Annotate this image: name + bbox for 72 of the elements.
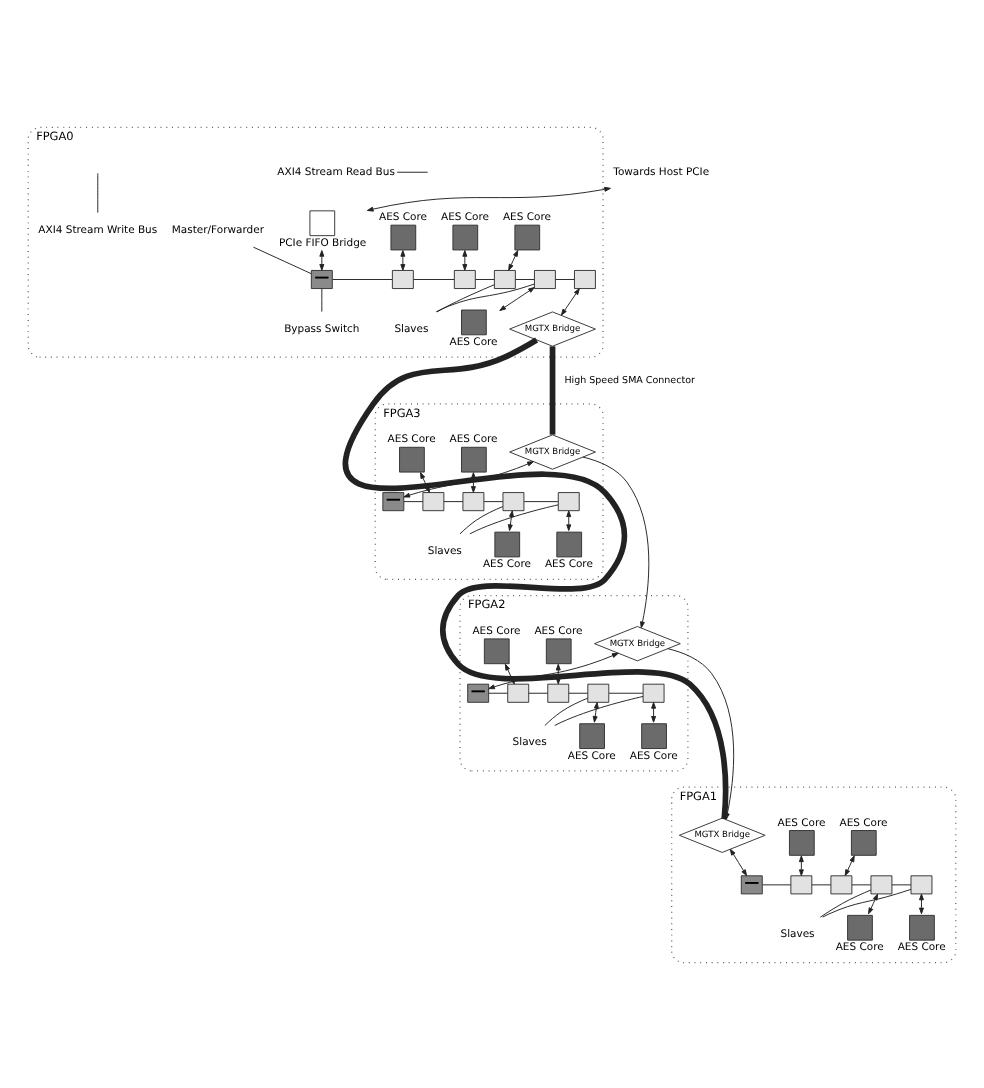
connector (332, 278, 393, 279)
node-box (587, 682, 610, 702)
connector (469, 503, 559, 534)
arrow (470, 471, 476, 492)
arrow (403, 460, 534, 497)
connector (555, 278, 575, 279)
arrow (868, 892, 879, 914)
arrow (508, 249, 519, 270)
connector (436, 283, 495, 312)
arrow (729, 847, 748, 876)
arrow (798, 854, 804, 876)
node-box (493, 268, 516, 289)
connector (568, 691, 589, 693)
connector (435, 282, 535, 312)
connector (819, 888, 872, 917)
connector (523, 500, 559, 502)
node-box (391, 268, 414, 289)
connector (811, 883, 832, 885)
arrow (560, 287, 580, 315)
connector (443, 500, 464, 502)
arrow (667, 647, 735, 819)
node-box (502, 491, 525, 511)
connector (396, 170, 429, 172)
arrow (919, 892, 924, 914)
arrow (462, 249, 468, 270)
arrow (400, 249, 406, 270)
node-box (642, 682, 665, 702)
connector (342, 336, 729, 819)
arrow (319, 249, 325, 270)
connector (459, 505, 504, 534)
node-box (790, 874, 813, 894)
connector (608, 691, 644, 693)
node-box (453, 268, 476, 289)
connector (549, 345, 556, 434)
connector (321, 287, 323, 312)
node-box (910, 874, 933, 894)
node-box (574, 268, 596, 289)
arrow (488, 651, 619, 689)
node-box (830, 874, 853, 894)
connector (822, 887, 912, 917)
arrow (555, 662, 561, 684)
arrow (420, 471, 430, 492)
node-box (507, 682, 530, 702)
connector (413, 278, 455, 279)
arrow (507, 509, 514, 531)
arrow (651, 701, 657, 722)
connector (475, 278, 495, 279)
node-box (533, 268, 556, 289)
arrow (582, 455, 650, 628)
arrow (504, 662, 515, 684)
arrow (499, 286, 535, 311)
connector (554, 695, 644, 725)
node-box (547, 682, 570, 702)
node-box (422, 491, 445, 511)
connector (851, 883, 872, 885)
connector (544, 696, 589, 725)
arrow (366, 185, 611, 211)
connector (528, 691, 549, 693)
node-box (870, 874, 893, 894)
connector (252, 245, 312, 274)
connector (488, 691, 509, 693)
node-box (462, 491, 485, 511)
arrow (592, 701, 599, 722)
connector (515, 278, 535, 279)
node-box (557, 491, 580, 511)
connector (403, 500, 424, 502)
connector (97, 171, 99, 212)
arrow (566, 509, 572, 531)
connector (483, 500, 504, 502)
connector (891, 883, 912, 885)
connector (762, 883, 792, 885)
arrow (844, 854, 855, 876)
